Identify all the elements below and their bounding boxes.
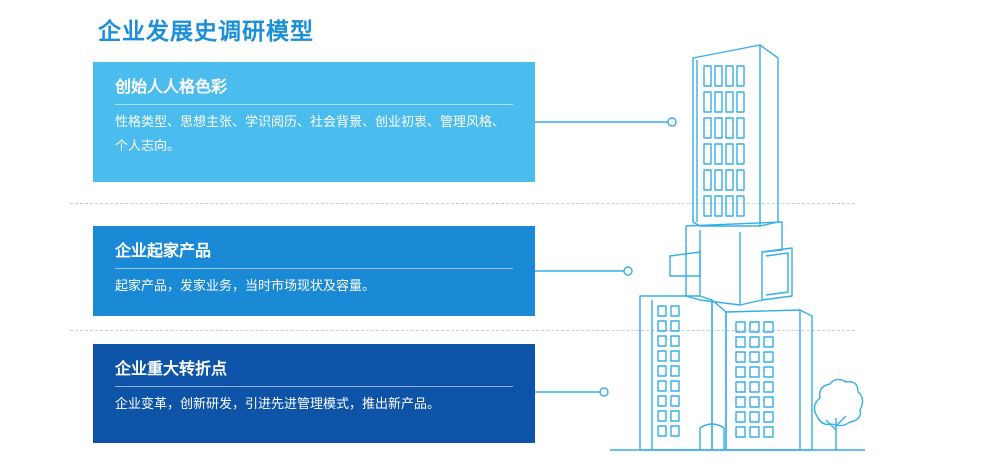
building-window (703, 91, 712, 113)
building-window (725, 117, 734, 139)
building-window (736, 195, 745, 217)
building-window (703, 117, 712, 139)
building-window (657, 320, 667, 332)
building-window (763, 366, 774, 378)
building-window (749, 336, 760, 348)
building-window (735, 336, 746, 348)
building-window (657, 335, 667, 347)
building-window (657, 365, 667, 377)
building-window (670, 365, 680, 377)
building-window (735, 396, 746, 408)
building-window (735, 381, 746, 393)
building-window (749, 366, 760, 378)
card-heading: 企业起家产品 (115, 241, 212, 260)
card-rule (115, 104, 513, 105)
page-title: 企业发展史调研模型 (98, 19, 314, 45)
card-founder-personality: 创始人人格色彩 性格类型、思想主张、学识阅历、社会背景、创业初衷、管理风格、个人… (93, 62, 535, 182)
building-window (670, 380, 680, 392)
building-window (657, 380, 667, 392)
card-turning-points: 企业重大转折点 企业变革，创新研发，引进先进管理模式，推出新产品。 (93, 344, 535, 443)
building-window (749, 396, 760, 408)
building-window (763, 336, 774, 348)
building-window (735, 366, 746, 378)
card-rule (115, 386, 513, 387)
building-window (763, 396, 774, 408)
building-window (736, 117, 745, 139)
middle-tower (669, 221, 793, 306)
building-window (657, 410, 667, 422)
lower-left-tower (639, 295, 713, 451)
card-heading: 创始人人格色彩 (115, 77, 228, 96)
building-window (749, 321, 760, 333)
building-window (735, 426, 746, 438)
building-window (714, 195, 723, 217)
building-window (749, 351, 760, 363)
building-window (714, 169, 723, 191)
building-window (763, 426, 774, 438)
building-window (714, 117, 723, 139)
entrance (699, 299, 727, 451)
building-window (736, 65, 745, 87)
building-window (657, 305, 667, 317)
building-window (714, 143, 723, 165)
building-window (703, 195, 712, 217)
divider-bottom (70, 330, 855, 331)
building-window (736, 91, 745, 113)
building-window (670, 350, 680, 362)
building-window (763, 321, 774, 333)
card-rule (115, 268, 513, 269)
building-window (657, 425, 667, 437)
building-window (670, 305, 680, 317)
building-window (670, 320, 680, 332)
connector-lines (535, 117, 677, 397)
building-window (736, 143, 745, 165)
building-window (657, 350, 667, 362)
building-window (749, 381, 760, 393)
building-window (749, 426, 760, 438)
building-window (763, 381, 774, 393)
card-heading: 企业重大转折点 (115, 359, 228, 378)
building-window (714, 65, 723, 87)
building-window (703, 65, 712, 87)
tree-icon (813, 378, 864, 450)
building-window (725, 91, 734, 113)
building-window (703, 143, 712, 165)
card-description: 企业变革，创新研发，引进先进管理模式，推出新产品。 (115, 397, 441, 412)
upper-tower (692, 44, 779, 227)
building-window (670, 410, 680, 422)
building-window (736, 169, 745, 191)
building-window (735, 351, 746, 363)
building-window (725, 169, 734, 191)
building-window (763, 351, 774, 363)
building-window (725, 143, 734, 165)
building-window (657, 395, 667, 407)
card-description: 起家产品，发家业务，当时市场现状及容量。 (115, 279, 376, 294)
building-window (725, 195, 734, 217)
card-description: 性格类型、思想主张、学识阅历、社会背景、创业初衷、管理风格、个人志向。 (115, 115, 506, 154)
building-window (749, 411, 760, 423)
building-window (670, 395, 680, 407)
building-window (735, 411, 746, 423)
building-window (714, 91, 723, 113)
building-window (670, 425, 680, 437)
building-window (735, 321, 746, 333)
divider-top (70, 203, 855, 204)
building-window (763, 411, 774, 423)
building-window (725, 65, 734, 87)
lower-right-tower (725, 309, 813, 451)
building-window (670, 335, 680, 347)
building-window (703, 169, 712, 191)
card-startup-product: 企业起家产品 起家产品，发家业务，当时市场现状及容量。 (93, 226, 535, 316)
